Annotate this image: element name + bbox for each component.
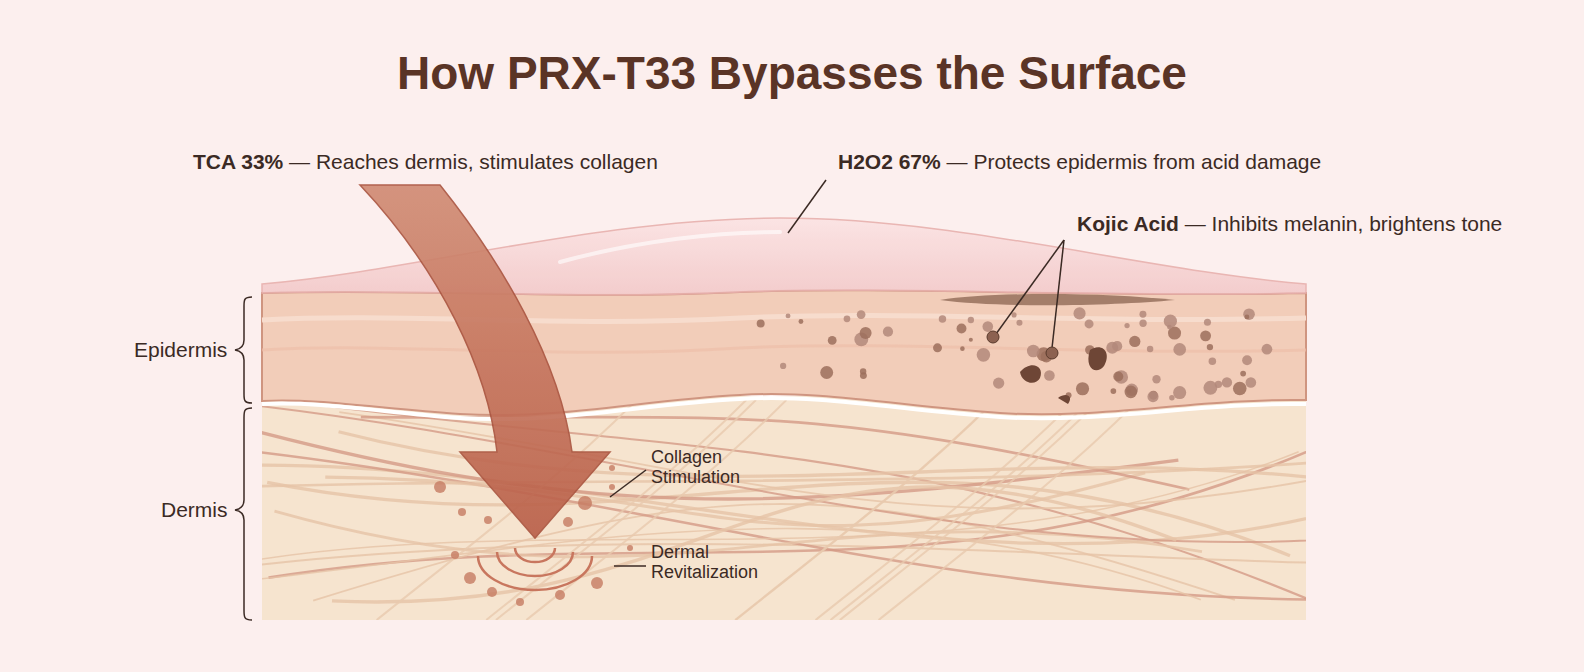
layer-label: Dermis xyxy=(161,497,228,522)
layer-label: Epidermis xyxy=(134,337,227,362)
epidermis-stripe xyxy=(262,315,1306,321)
ingredient-label: TCA 33% — Reaches dermis, stimulates col… xyxy=(193,149,658,174)
basement-membrane xyxy=(262,398,1306,419)
collagen-fibers xyxy=(262,400,1306,620)
melanin-dots xyxy=(757,307,1273,402)
melanin-clumps xyxy=(1020,347,1107,404)
melanin-dot xyxy=(987,331,999,343)
epidermis-stripe xyxy=(262,346,1306,353)
ingredient-label: Kojic Acid — Inhibits melanin, brightens… xyxy=(1077,211,1502,236)
layer-braces xyxy=(235,297,252,620)
diagram-title: How PRX-T33 Bypasses the Surface xyxy=(397,46,1187,101)
ingredient-label: H2O2 67% — Protects epidermis from acid … xyxy=(838,149,1321,174)
penetration-arrow xyxy=(360,185,610,538)
effect-label: Dermal Revitalization xyxy=(651,543,781,583)
melanin-dot xyxy=(1046,347,1058,359)
ripples xyxy=(478,548,592,590)
effect-label: Collagen Stimulation xyxy=(651,448,771,488)
film-highlight xyxy=(560,232,780,262)
leader-lines xyxy=(610,180,1064,566)
